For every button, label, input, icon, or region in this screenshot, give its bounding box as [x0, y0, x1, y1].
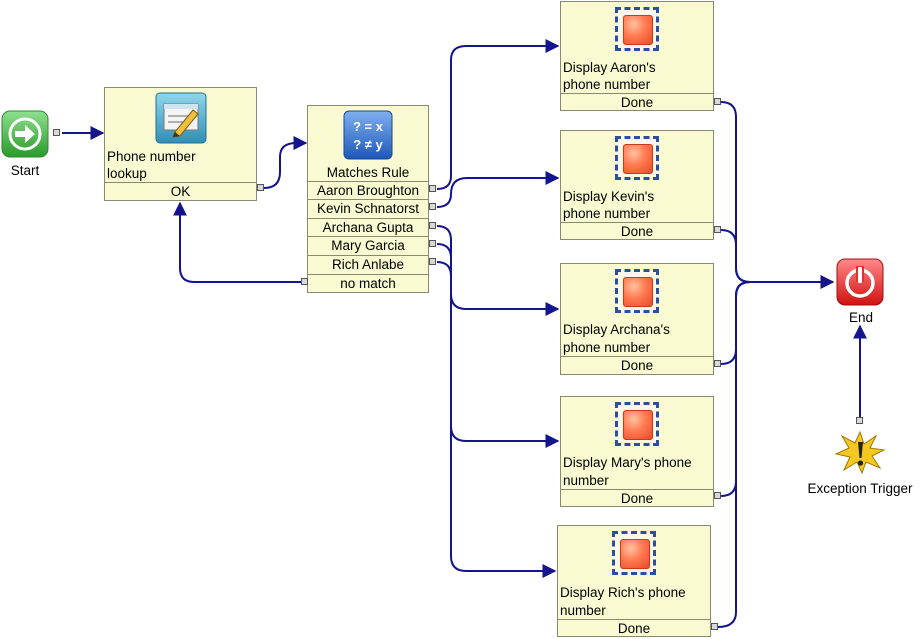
rule-branch-aaron[interactable]: Aaron Broughton — [308, 181, 428, 199]
display-mary-done-port[interactable] — [714, 492, 721, 499]
start-label: Start — [10, 163, 40, 178]
display-aaron-line1: Display Aaron's — [563, 60, 656, 75]
rule-title: Matches Rule — [326, 165, 410, 180]
end-label: End — [848, 310, 874, 325]
wire-mary-branch — [436, 243, 560, 448]
stop-square-icon — [612, 531, 656, 575]
exclamation-starburst-icon — [834, 430, 886, 475]
display-kevin-done-exit[interactable]: Done — [561, 222, 713, 240]
wire-kevin-branch — [436, 171, 560, 208]
rule-comparison-icon: ? = x ? ≠ y — [343, 110, 393, 160]
wire-archana-branch — [436, 225, 560, 316]
display-kevin-line1: Display Kevin's — [563, 189, 655, 204]
exception-label: Exception Trigger — [807, 481, 913, 496]
wire-rich-branch — [436, 261, 557, 578]
display-aaron-done-port[interactable] — [714, 98, 721, 105]
rule-branch-rich[interactable]: Rich Anlabe — [308, 255, 428, 273]
display-kevin-done-port[interactable] — [714, 226, 721, 233]
display-archana-line2: phone number — [563, 340, 651, 355]
display-kevin-line2: phone number — [563, 206, 651, 221]
display-aaron-node[interactable]: Display Aaron's phone number Done — [560, 1, 714, 111]
rule-icon-line2: ? ≠ y — [353, 137, 383, 152]
rule-no-match-port[interactable] — [301, 278, 308, 285]
rule-branch-archana[interactable]: Archana Gupta — [308, 218, 428, 236]
display-mary-node[interactable]: Display Mary's phone number Done — [560, 396, 714, 507]
rule-branch-port-mary[interactable] — [429, 240, 436, 247]
lookup-node[interactable]: Phone number lookup OK — [104, 87, 257, 201]
rule-branch-mary[interactable]: Mary Garcia — [308, 236, 428, 254]
lookup-title-line1: Phone number — [107, 149, 196, 164]
display-aaron-line2: phone number — [563, 77, 651, 92]
lookup-ok-exit[interactable]: OK — [105, 182, 256, 200]
start-node[interactable] — [1, 110, 49, 158]
wire-no-match-to-lookup — [173, 201, 304, 283]
stop-square-icon — [615, 269, 659, 313]
wire-done-5 — [717, 281, 751, 628]
display-rich-line1: Display Rich's phone — [560, 585, 686, 600]
start-icon — [1, 110, 49, 158]
start-port[interactable] — [53, 129, 60, 136]
display-mary-line2: number — [563, 473, 609, 488]
display-mary-done-exit[interactable]: Done — [561, 489, 713, 507]
lookup-title-line2: lookup — [107, 166, 147, 181]
display-rich-done-port[interactable] — [711, 623, 718, 630]
power-icon — [836, 258, 884, 306]
display-aaron-done-exit[interactable]: Done — [561, 93, 713, 111]
display-rich-node[interactable]: Display Rich's phone number Done — [557, 525, 711, 637]
rule-branch-port-kevin[interactable] — [429, 203, 436, 210]
display-kevin-node[interactable]: Display Kevin's phone number Done — [560, 130, 714, 240]
wire-lookup-ok-to-rule — [263, 136, 308, 189]
rule-icon-line1: ? = x — [353, 119, 384, 134]
form-edit-icon — [155, 92, 206, 144]
rule-no-match-exit[interactable]: no match — [308, 274, 428, 292]
display-rich-line2: number — [560, 603, 606, 618]
lookup-ok-port[interactable] — [257, 184, 264, 191]
stop-square-icon — [615, 402, 659, 446]
display-archana-line1: Display Archana's — [563, 322, 670, 337]
exception-node[interactable] — [834, 430, 886, 475]
rule-branch-port-rich[interactable] — [429, 258, 436, 265]
exception-port[interactable] — [856, 417, 863, 424]
display-rich-done-exit[interactable]: Done — [558, 619, 710, 637]
stop-square-icon — [615, 7, 659, 51]
rule-branch-port-aaron[interactable] — [429, 185, 436, 192]
stop-square-icon — [615, 136, 659, 180]
wire-done-2 — [720, 229, 751, 283]
rule-node[interactable]: ? = x ? ≠ y Matches Rule Aaron Broughton… — [307, 105, 429, 293]
display-archana-done-exit[interactable]: Done — [561, 356, 713, 374]
display-archana-node[interactable]: Display Archana's phone number Done — [560, 263, 714, 375]
wire-aaron-branch — [436, 39, 560, 190]
display-archana-done-port[interactable] — [714, 360, 721, 367]
display-mary-line1: Display Mary's phone — [563, 455, 692, 470]
rule-branch-port-archana[interactable] — [429, 222, 436, 229]
rule-branch-kevin[interactable]: Kevin Schnatorst — [308, 199, 428, 217]
end-node[interactable] — [836, 258, 884, 306]
